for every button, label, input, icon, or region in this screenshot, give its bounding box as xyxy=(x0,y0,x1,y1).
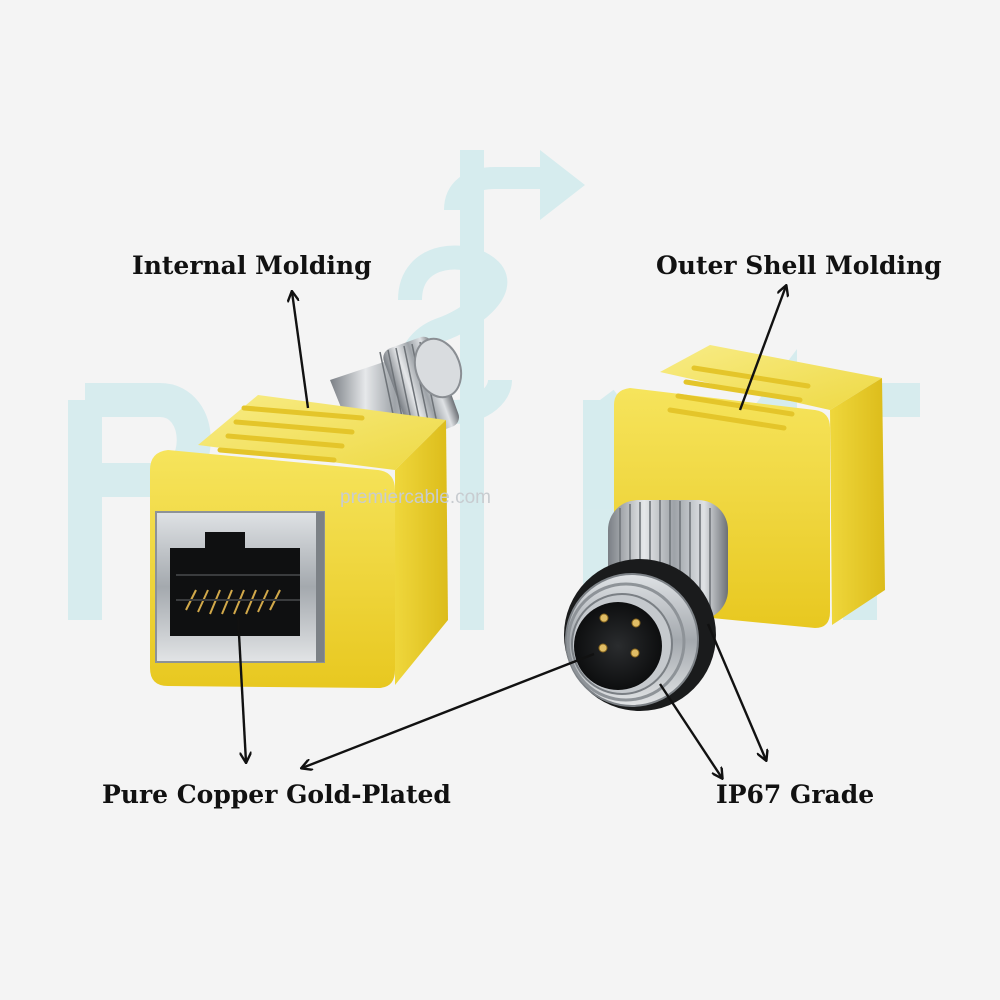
annotation-arrows xyxy=(236,286,786,778)
label-outer-shell-molding: Outer Shell Molding xyxy=(656,251,942,280)
arrow-pure-copper-right xyxy=(302,652,595,768)
label-internal-molding: Internal Molding xyxy=(132,251,372,280)
arrow-outer-shell-molding xyxy=(738,286,786,411)
label-pure-copper-gold-plated: Pure Copper Gold-Plated xyxy=(102,780,451,809)
gold-pins xyxy=(598,613,641,658)
rj45-female-adapter xyxy=(150,336,463,688)
rj45-jack-opening xyxy=(170,532,300,636)
arrow-internal-molding xyxy=(292,292,310,409)
watermark-url: premiercable.com xyxy=(340,487,491,508)
arrow-ip67-outer xyxy=(706,623,766,760)
arrow-pure-copper-left xyxy=(236,615,246,762)
arrow-ip67-inner xyxy=(658,683,722,778)
m12-male-connector xyxy=(564,345,885,711)
label-ip67-grade: IP67 Grade xyxy=(716,780,875,809)
m12-pin-face xyxy=(574,602,662,690)
molding-ribs xyxy=(217,405,365,463)
